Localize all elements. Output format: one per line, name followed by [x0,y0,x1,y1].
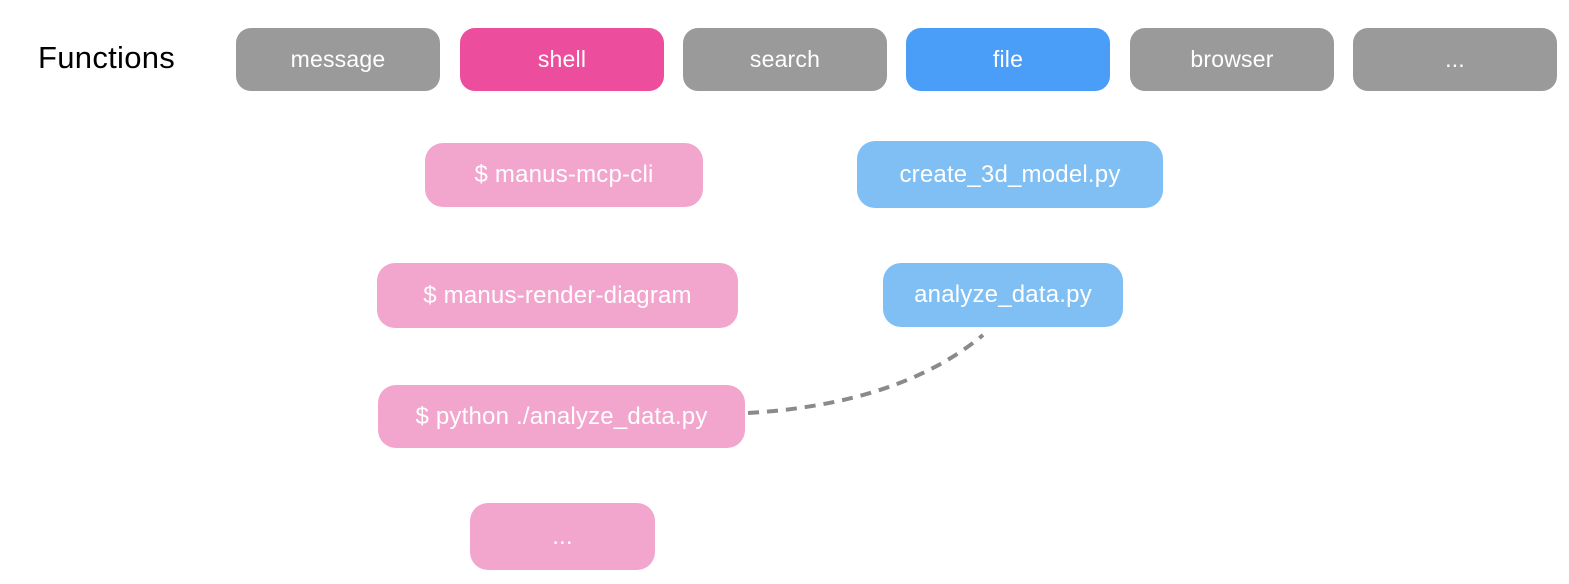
function-pill-label: ... [1445,46,1465,72]
function-pill-browser: browser [1130,28,1334,91]
function-pill-label: search [749,46,821,72]
file-analyze-data: analyze_data.py [883,263,1123,327]
function-pill-label: browser [1190,46,1274,72]
function-pill-label: message [290,46,386,72]
shell-command-label: $ manus-mcp-cli [474,161,654,188]
dashed-curve [747,333,985,415]
file-create-3d-model: create_3d_model.py [857,141,1163,208]
shell-command-label: ... [552,522,573,550]
shell-command-label: $ manus-render-diagram [423,281,692,309]
function-pill-message: message [236,28,440,91]
shell-command-python-analyze: $ python ./analyze_data.py [378,385,745,448]
function-pill-search: search [683,28,887,91]
functions-row-label: Functions [38,40,176,75]
function-pill-label: file [992,46,1024,72]
shell-command-render-diagram: $ manus-render-diagram [377,263,738,328]
shell-command-ellipsis: ... [470,503,655,570]
shell-command-label: $ python ./analyze_data.py [415,402,708,430]
shell-command-mcp-cli: $ manus-mcp-cli [425,143,703,207]
function-pill-shell: shell [460,28,664,91]
function-pill-ellipsis: ... [1353,28,1557,91]
file-label: analyze_data.py [914,281,1092,308]
file-label: create_3d_model.py [899,160,1121,188]
function-pill-file: file [906,28,1110,91]
function-pill-label: shell [537,46,587,72]
